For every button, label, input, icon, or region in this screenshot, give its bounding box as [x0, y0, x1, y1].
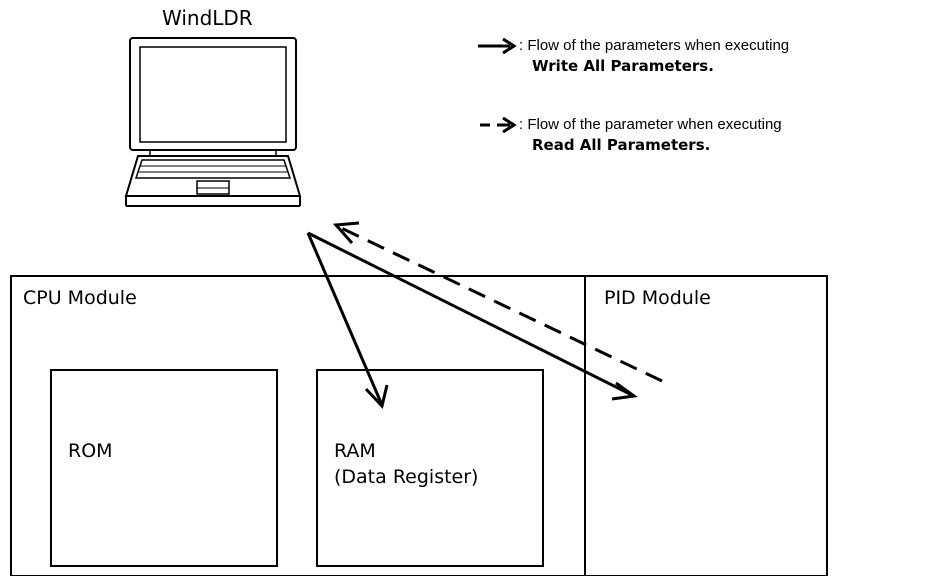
laptop-icon: [124, 37, 302, 207]
legend-write-action: Write All Parameters.: [532, 57, 714, 75]
write-arrow-to-ram: [306, 232, 389, 410]
legend-read-action: Read All Parameters.: [532, 136, 711, 154]
legend-read-text: : Flow of the parameter when executing: [519, 116, 782, 133]
computer-label: WindLDR: [162, 6, 253, 30]
legend-write-text: : Flow of the parameters when executing: [519, 37, 790, 54]
pid-module-label: PID Module: [604, 287, 711, 309]
write-arrow-to-pid: [307, 231, 638, 401]
legend-read: : Flow of the parameter when executing R…: [519, 115, 782, 156]
ram-sublabel: (Data Register): [334, 466, 479, 488]
read-arrow-from-pid: [332, 221, 663, 383]
rom-box: [50, 369, 278, 567]
rom-label: ROM: [68, 440, 113, 462]
legend-write: : Flow of the parameters when executing …: [519, 36, 789, 77]
ram-label: RAM: [334, 440, 376, 462]
cpu-module-box: [10, 275, 586, 576]
pid-module-box: [584, 275, 828, 576]
cpu-module-label: CPU Module: [23, 287, 137, 309]
legend-dashed-arrow: [480, 116, 517, 134]
legend-solid-arrow: [478, 37, 517, 55]
ram-box: [316, 369, 544, 567]
